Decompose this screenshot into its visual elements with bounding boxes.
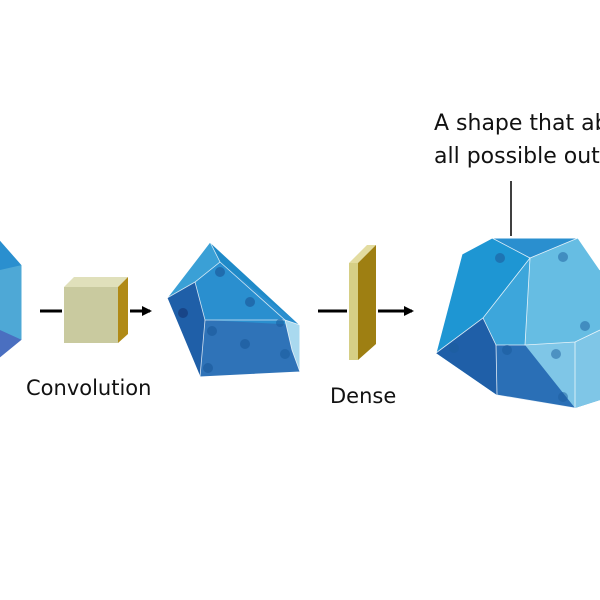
conv-output-polytope [166, 241, 301, 378]
output-polytope [435, 237, 600, 409]
input-polytope [0, 239, 23, 359]
convolution-label: Convolution [26, 376, 152, 400]
annotation-text-line-2: all possible outp [434, 144, 600, 169]
dense-block [349, 245, 376, 360]
annotation-text-line-1: A shape that ab [434, 111, 600, 136]
dense-label: Dense [330, 384, 397, 408]
convolution-block [64, 277, 128, 343]
